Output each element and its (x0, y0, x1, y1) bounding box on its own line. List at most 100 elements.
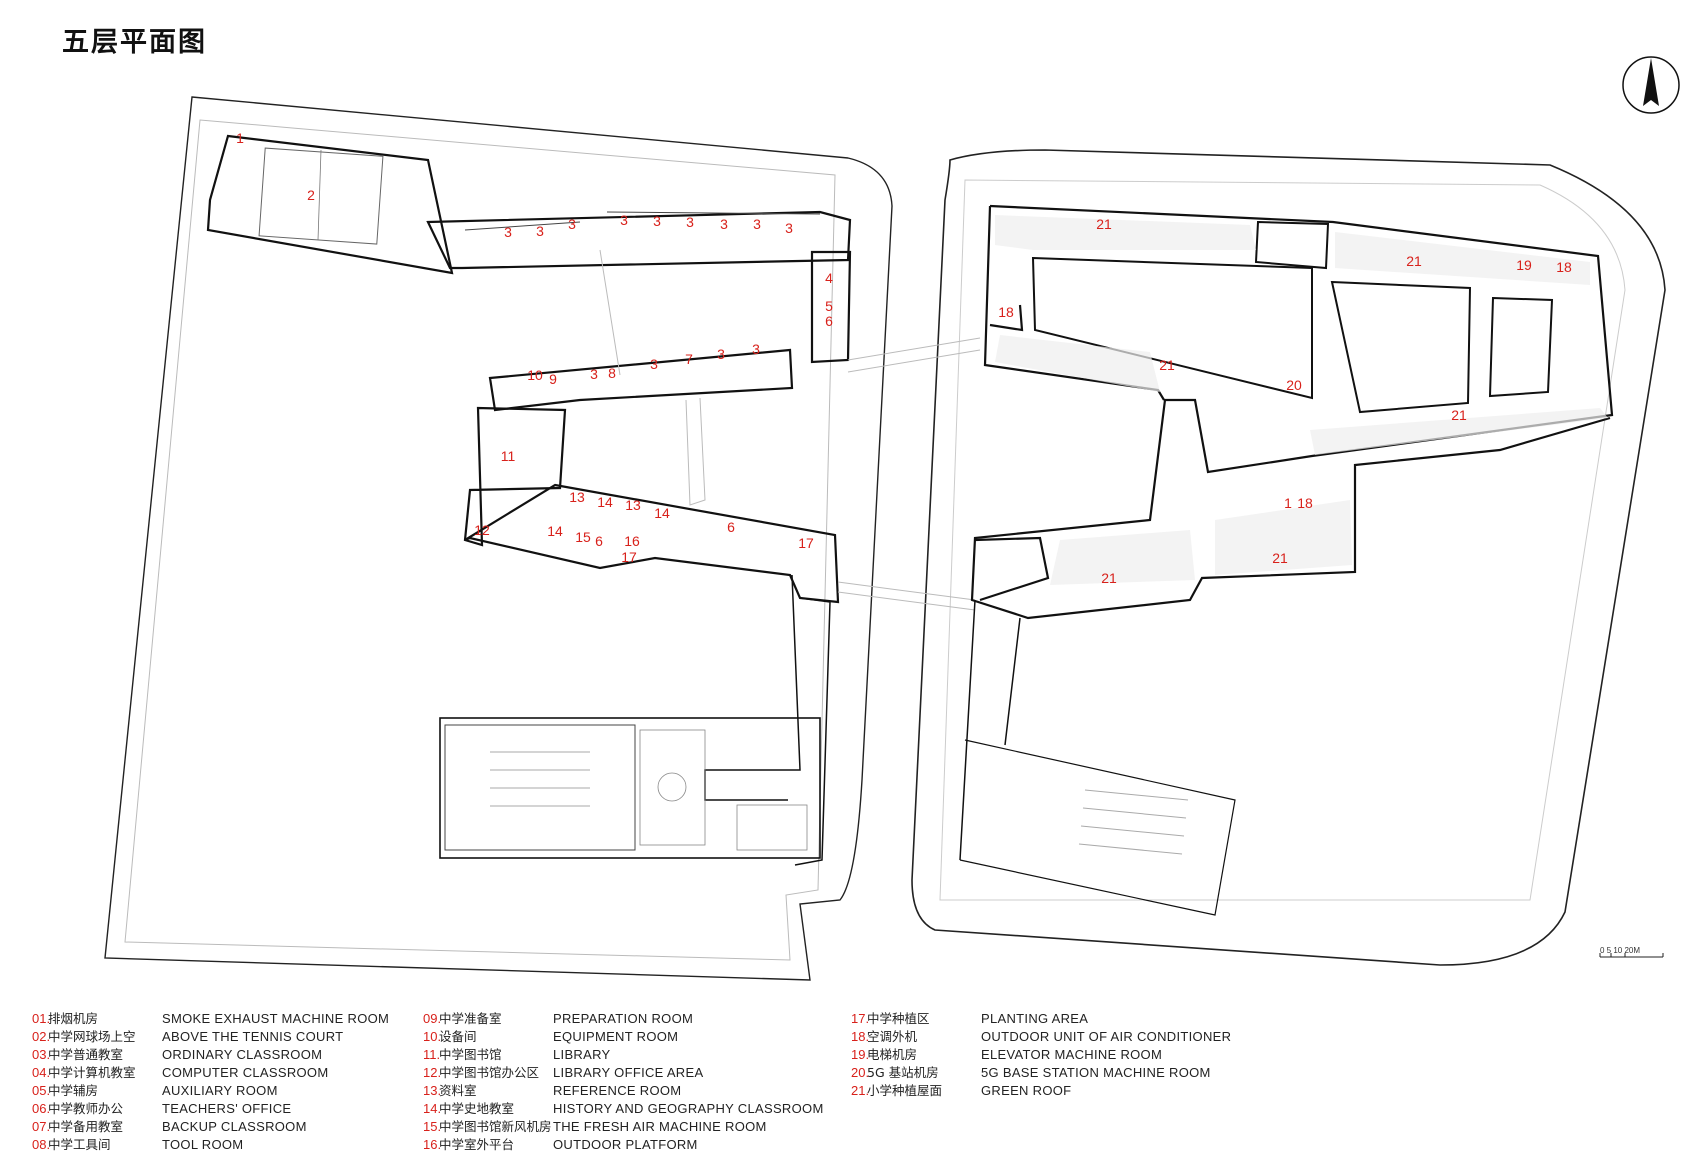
legend-english: ELEVATOR MACHINE ROOM (981, 1047, 1163, 1062)
legend-item: 17.中学种植区 PLANTING AREA (851, 1010, 1231, 1028)
room-label: 16 (624, 533, 640, 549)
room-label: 3 (717, 346, 725, 362)
legend-english: SMOKE EXHAUST MACHINE ROOM (162, 1011, 390, 1026)
legend-english: 5G BASE STATION MACHINE ROOM (981, 1065, 1211, 1080)
legend-chinese: 中学图书馆 (439, 1047, 502, 1062)
legend-english: OUTDOOR PLATFORM (553, 1137, 698, 1152)
legend-number: 16. (423, 1137, 442, 1152)
room-label: 3 (686, 214, 694, 230)
legend-chinese: 电梯机房 (867, 1047, 918, 1062)
legend-number: 07. (32, 1119, 51, 1134)
legend-chinese: 5G 基站机房 (867, 1065, 939, 1080)
legend-chinese: 中学教师办公 (48, 1101, 124, 1116)
room-label: 21 (1159, 357, 1175, 373)
legend-english: BACKUP CLASSROOM (162, 1119, 307, 1134)
legend-item: 10.设备间 EQUIPMENT ROOM (423, 1028, 824, 1046)
room-label: 13 (625, 497, 641, 513)
legend-number: 06. (32, 1101, 51, 1116)
legend-english: LIBRARY (553, 1047, 611, 1062)
site-boundary-east (911, 149, 1666, 966)
legend-item: 20.5G 基站机房 5G BASE STATION MACHINE ROOM (851, 1064, 1231, 1082)
room-label: 3 (590, 366, 598, 382)
legend-english: TEACHERS' OFFICE (162, 1101, 292, 1116)
legend-number: 14. (423, 1101, 442, 1116)
room-label: 17 (798, 535, 814, 551)
legend-number: 02. (32, 1029, 51, 1044)
room-label: 13 (569, 489, 585, 505)
legend-number: 10. (423, 1029, 442, 1044)
legend-chinese: 中学准备室 (439, 1011, 502, 1026)
room-label: 21 (1101, 570, 1117, 586)
room-label: 20 (1286, 377, 1302, 393)
legend-item: 06.中学教师办公 TEACHERS' OFFICE (32, 1100, 389, 1118)
room-label: 6 (595, 533, 603, 549)
scale-bar (1599, 953, 1664, 958)
legend-chinese: 小学种植屋面 (867, 1083, 943, 1098)
legend-english: COMPUTER CLASSROOM (162, 1065, 329, 1080)
legend-chinese: 中学备用教室 (48, 1119, 124, 1134)
legend-english: EQUIPMENT ROOM (553, 1029, 679, 1044)
legend-number: 05. (32, 1083, 51, 1098)
room-label: 3 (785, 220, 793, 236)
legend-number: 03. (32, 1047, 51, 1062)
legend-number: 13. (423, 1083, 442, 1098)
room-label: 21 (1406, 253, 1422, 269)
room-label: 1 (1284, 495, 1292, 511)
room-label: 1 (236, 130, 244, 146)
legend-number: 18. (851, 1029, 870, 1044)
legend-chinese: 中学种植区 (867, 1011, 930, 1026)
room-label: 11 (501, 448, 516, 464)
legend-number: 01. (32, 1011, 51, 1026)
north-arrow-icon (1622, 56, 1680, 114)
legend-english: HISTORY AND GEOGRAPHY CLASSROOM (553, 1101, 824, 1116)
room-label: 3 (720, 216, 728, 232)
legend-chinese: 资料室 (439, 1083, 477, 1098)
legend-english: PLANTING AREA (981, 1011, 1089, 1026)
room-label: 19 (1516, 257, 1532, 273)
legend-chinese: 设备间 (439, 1029, 477, 1044)
legend-number: 17. (851, 1011, 870, 1026)
west-building (206, 134, 852, 866)
legend-number: 20. (851, 1065, 870, 1080)
legend-item: 11.中学图书馆 LIBRARY (423, 1046, 824, 1064)
room-label: 15 (575, 529, 591, 545)
room-label: 14 (654, 505, 670, 521)
legend-english: GREEN ROOF (981, 1083, 1072, 1098)
legend-english: THE FRESH AIR MACHINE ROOM (553, 1119, 767, 1134)
room-label: 4 (825, 270, 833, 286)
room-label: 3 (536, 223, 544, 239)
room-label: 21 (1272, 550, 1288, 566)
legend-english: ABOVE THE TENNIS COURT (162, 1029, 344, 1044)
room-label: 14 (597, 494, 613, 510)
room-label: 9 (549, 371, 557, 387)
legend-number: 19. (851, 1047, 870, 1062)
legend-number: 15. (423, 1119, 442, 1134)
room-label: 3 (653, 213, 661, 229)
room-label: 17 (621, 549, 637, 565)
legend-english: TOOL ROOM (162, 1137, 244, 1152)
room-label: 18 (1556, 259, 1572, 275)
room-label: 3 (753, 216, 761, 232)
room-label: 21 (1096, 216, 1112, 232)
legend-chinese: 中学图书馆新风机房 (439, 1119, 552, 1134)
east-building (959, 204, 1614, 916)
legend-number: 11. (423, 1047, 441, 1062)
legend-english: AUXILIARY ROOM (162, 1083, 278, 1098)
legend-chinese: 空调外机 (867, 1029, 918, 1044)
legend-chinese: 中学图书馆办公区 (439, 1065, 540, 1080)
legend-item: 07.中学备用教室 BACKUP CLASSROOM (32, 1118, 389, 1136)
